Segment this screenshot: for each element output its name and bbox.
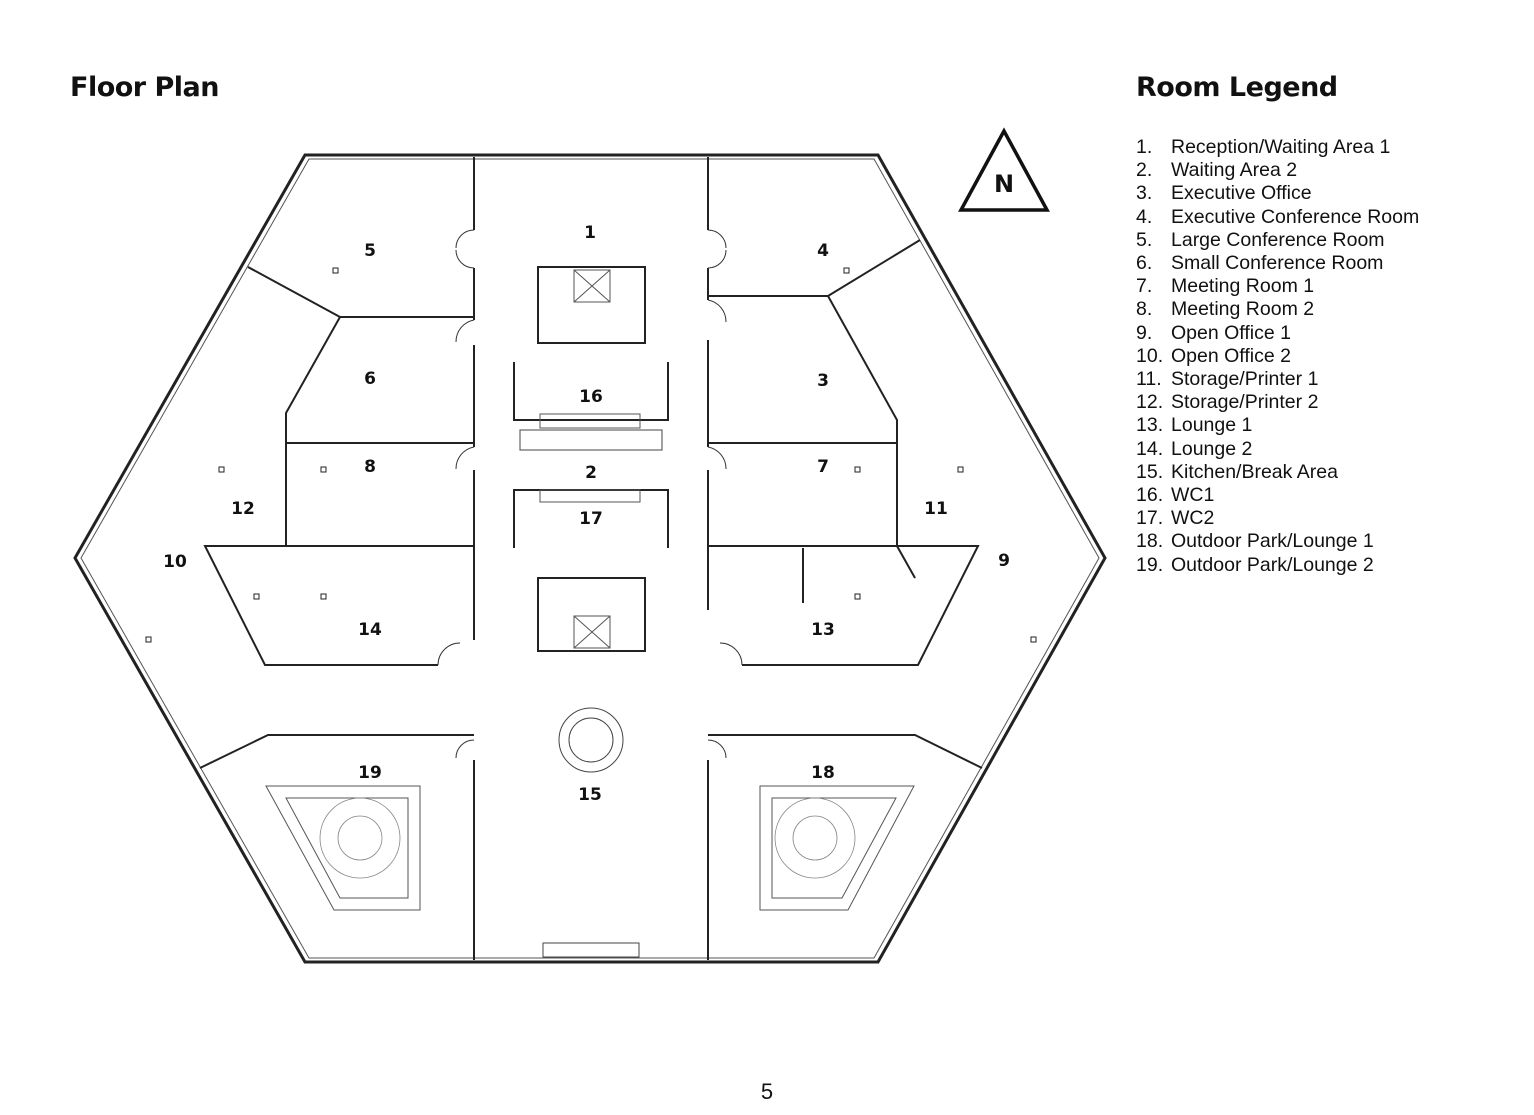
legend-item: 16. WC1 [1136,484,1419,507]
legend-item: 11. Storage/Printer 1 [1136,368,1419,391]
legend-item: 7. Meeting Room 1 [1136,275,1419,298]
legend-item-name: Reception/Waiting Area 1 [1171,136,1391,158]
north-label: N [994,170,1014,198]
legend-item-number: 16. [1136,484,1164,507]
legend-item-number: 12. [1136,391,1164,414]
room-label-14: 14 [358,620,382,640]
legend-item-name: WC2 [1171,507,1215,530]
legend-item-number: 7. [1136,275,1153,298]
columns [145,267,1037,643]
room-label-2: 2 [585,463,597,483]
legend-item-name: Executive Conference Room [1171,205,1420,228]
legend-item-name: Storage/Printer 2 [1171,391,1319,414]
legend-item-name: Lounge 1 [1171,414,1253,437]
legend-item-name: Open Office 2 [1171,344,1291,367]
legend-item-number: 1. [1136,136,1153,158]
legend-item: 18. Outdoor Park/Lounge 1 [1136,530,1419,553]
room-label-9: 9 [998,551,1010,571]
room-legend-title: Room Legend [1136,72,1338,103]
legend-item-name: Meeting Room 1 [1171,275,1315,298]
legend-item: 10. Open Office 2 [1136,345,1419,368]
legend-item-name: Open Office 1 [1171,321,1291,344]
east-rooms [708,239,980,666]
legend-item-name: Outdoor Park/Lounge 1 [1171,530,1374,553]
room-label-5: 5 [364,241,376,261]
room-label-13: 13 [811,620,835,640]
west-rooms [203,266,474,666]
legend-item-number: 5. [1136,228,1153,251]
legend-item: 3. Executive Office [1136,182,1419,205]
legend-item-number: 4. [1136,205,1153,228]
legend-item-number: 17. [1136,507,1164,530]
room-label-6: 6 [364,369,376,389]
legend-item-name: Kitchen/Break Area [1171,460,1338,483]
legend-item: 13. Lounge 1 [1136,414,1419,437]
floor-plan-title: Floor Plan [70,72,220,103]
legend-item-number: 18. [1136,530,1164,553]
room-label-12: 12 [231,499,255,519]
service-core: 16 17 [513,266,669,652]
room-label-16: 16 [579,387,603,407]
legend-item: 6. Small Conference Room [1136,252,1419,275]
room-label-3: 3 [817,371,829,391]
legend-item: 17. WC2 [1136,507,1419,530]
page-number: 5 [760,1079,774,1104]
legend-item-number: 8. [1136,298,1153,321]
legend-item: 8. Meeting Room 2 [1136,298,1419,321]
legend-item-name: Waiting Area 2 [1171,159,1298,182]
room-label-8: 8 [364,457,376,477]
legend-item-number: 13. [1136,414,1164,437]
legend-item-name: Storage/Printer 1 [1171,368,1319,391]
legend-item-number: 3. [1136,182,1153,205]
legend-item: 1. Reception/Waiting Area 1 [1136,136,1419,159]
room-label-11: 11 [924,499,948,519]
legend-item-number: 19. [1136,553,1164,576]
room-labels: 1 2 3 4 5 6 7 8 9 10 11 12 13 14 15 18 1… [163,223,1010,805]
legend-item-name: Executive Office [1171,182,1312,205]
outer-envelope [73,153,1107,964]
north-arrow: N [958,127,1050,212]
room-label-18: 18 [811,763,835,783]
room-legend-list: 1. Reception/Waiting Area 1 2. Waiting Area… [1136,136,1419,577]
legend-item-name: Meeting Room 2 [1171,298,1315,321]
legend-item-number: 11. [1136,368,1162,391]
legend-item-name: Small Conference Room [1171,252,1384,275]
outdoor-courts [199,707,983,958]
room-label-10: 10 [163,552,187,572]
legend-item: 12. Storage/Printer 2 [1136,391,1419,414]
legend-item-name: Large Conference Room [1171,228,1385,251]
legend-item: 5. Large Conference Room [1136,229,1419,252]
legend-item-name: WC1 [1171,484,1215,507]
legend-item: 14. Lounge 2 [1136,438,1419,461]
legend-item-number: 15. [1136,460,1164,483]
room-label-4: 4 [817,241,829,261]
legend-item: 15. Kitchen/Break Area [1136,461,1419,484]
legend-item-number: 10. [1136,344,1164,367]
legend-item: 2. Waiting Area 2 [1136,159,1419,182]
legend-item: 4. Executive Conference Room [1136,206,1419,229]
legend-item-number: 6. [1136,252,1153,275]
legend-item-name: Lounge 2 [1171,437,1253,460]
legend-item-number: 9. [1136,321,1153,344]
legend-item: 19. Outdoor Park/Lounge 2 [1136,554,1419,577]
room-label-1: 1 [584,223,596,243]
legend-item-number: 14. [1136,437,1164,460]
room-label-17: 17 [579,509,603,529]
legend-item: 9. Open Office 1 [1136,322,1419,345]
room-label-15: 15 [578,785,602,805]
central-corridor-walls [473,157,709,960]
legend-item-name: Outdoor Park/Lounge 2 [1171,553,1374,576]
legend-item-number: 2. [1136,159,1153,182]
room-label-19: 19 [358,763,382,783]
door-swings [437,229,743,759]
room-label-7: 7 [817,457,829,477]
